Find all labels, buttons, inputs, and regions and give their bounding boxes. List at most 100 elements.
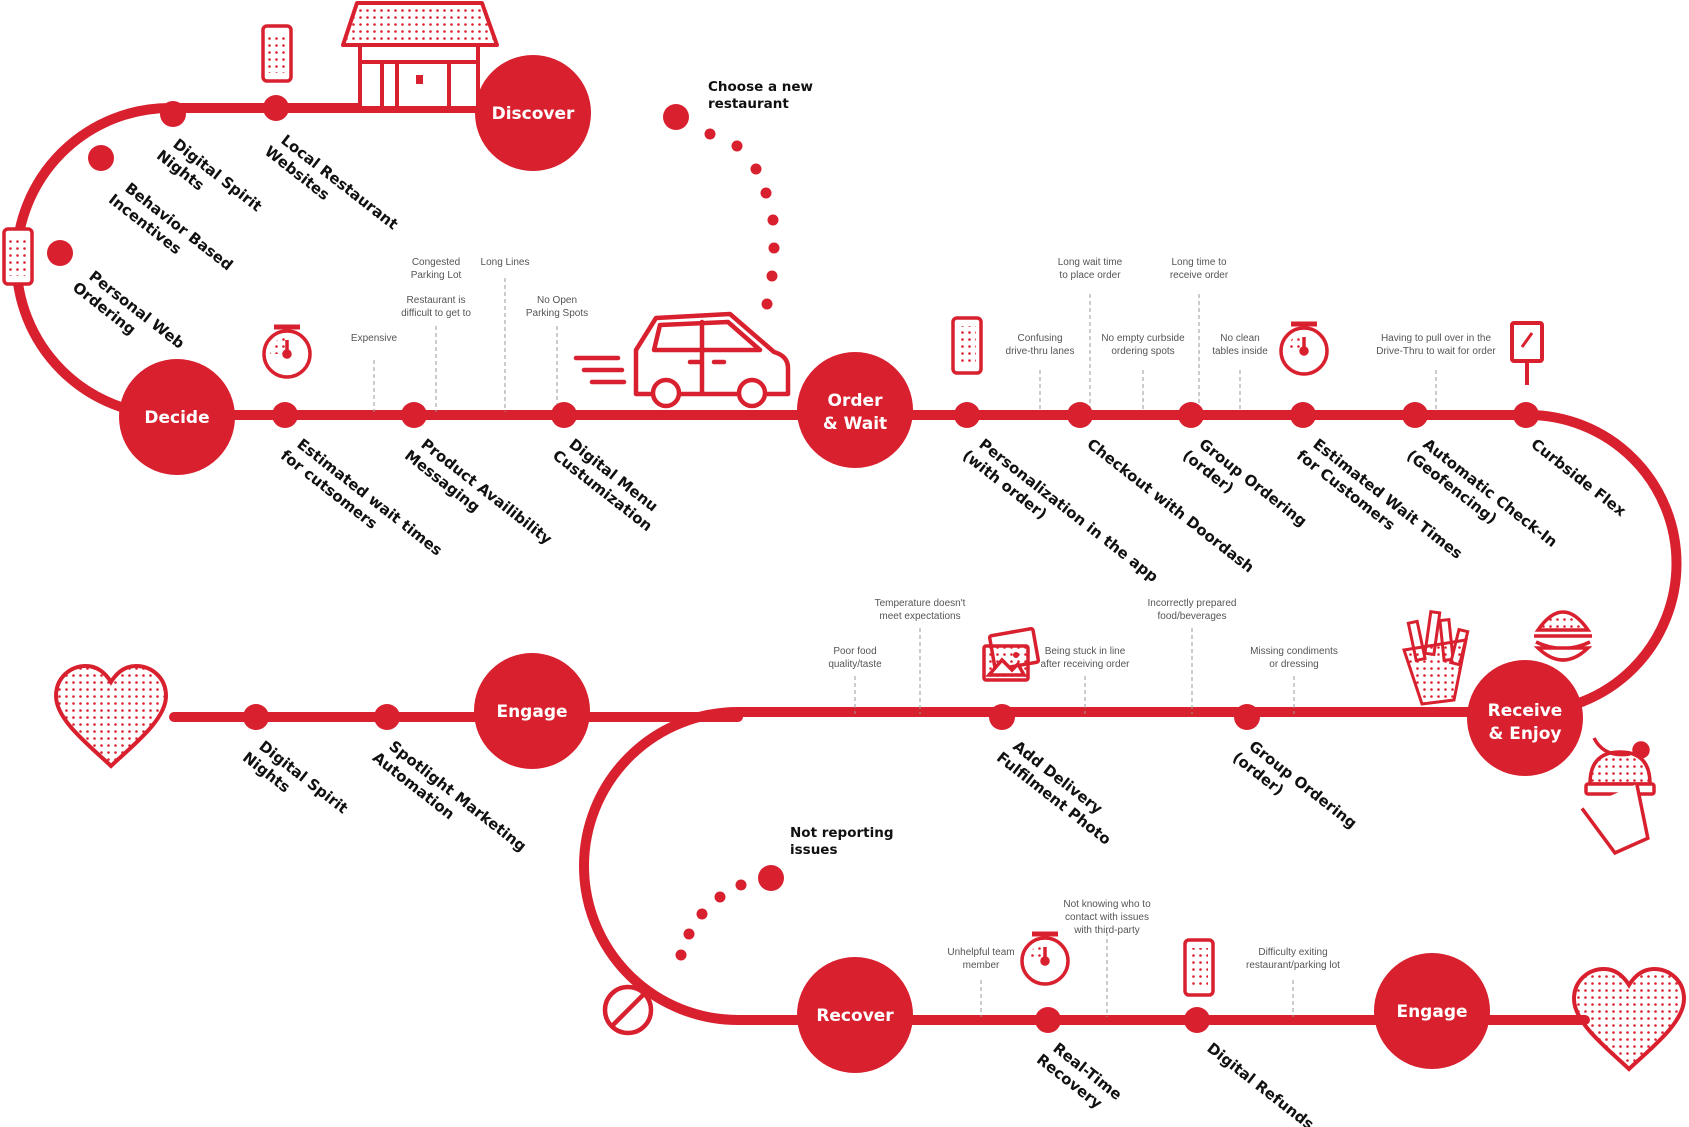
fries-icon (1402, 609, 1470, 706)
pain-point-temperature: Temperature doesn't (875, 598, 966, 609)
pain-point-poor-food: Poor food (833, 646, 876, 657)
pain-point-congested-parking: Congested (412, 257, 460, 268)
svg-text:issues: issues (790, 842, 838, 858)
stage-label: Recover (816, 1006, 894, 1026)
stage-label: Discover (492, 104, 575, 124)
pain-point-confusing-drive-thru: drive-thru lanes (1006, 346, 1075, 357)
pain-point-no-curbside: ordering spots (1111, 346, 1174, 357)
stopwatch-icon (1020, 931, 1070, 986)
callout-choose-new-restaurant: Choose a new restaurant (708, 79, 813, 112)
touchpoint-dot (243, 704, 269, 730)
pain-point-missing-condiments: Missing condiments (1250, 646, 1338, 657)
pain-point-incorrectly-prepared: Incorrectly prepared (1148, 598, 1237, 609)
touchpoint-label-digital-spirit-nights-2: Digital Spirit Nights (239, 737, 351, 817)
pain-point-no-parking: No Open (537, 295, 577, 306)
stage-decide: Decide (119, 359, 235, 475)
svg-text:Personalization in the app: Personalization in the app (976, 435, 1162, 586)
touchpoint-dot (954, 402, 980, 428)
touchpoint-dot (160, 101, 186, 127)
touchpoint-dot (272, 402, 298, 428)
touchpoint-dot (263, 95, 289, 121)
pain-point-not-knowing: with third-party (1073, 925, 1140, 936)
pain-point-not-knowing: Not knowing who to (1063, 899, 1151, 910)
pain-point-no-curbside: No empty curbside (1101, 333, 1185, 344)
pain-point-lines (373, 278, 1437, 1017)
pain-point-unhelpful: member (963, 960, 1000, 971)
stage-receive-enjoy: Receive & Enjoy (1467, 660, 1583, 776)
stopwatch-icon (262, 324, 312, 379)
touchpoint-dot (1178, 402, 1204, 428)
choose-restaurant-dots (663, 104, 780, 310)
stage-label: Receive (1488, 701, 1563, 721)
heart-icon (53, 663, 169, 769)
pain-point-no-parking: Parking Spots (526, 308, 588, 319)
touchpoint-dots (47, 95, 1539, 1033)
phone-icon (951, 316, 983, 375)
pain-point-incorrectly-prepared: food/beverages (1158, 611, 1227, 622)
car-icon (573, 311, 791, 409)
pain-point-unhelpful: Unhelpful team (947, 947, 1014, 958)
touchpoint-dot (1234, 704, 1260, 730)
phone-icon (1183, 938, 1215, 997)
touchpoint-label-local-restaurant-websites: Local Restaurant Websites (261, 131, 401, 233)
stage-label: Order (828, 391, 884, 411)
pain-point-poor-food: quality/taste (828, 659, 882, 670)
pain-point-restaurant-difficult: difficult to get to (401, 308, 471, 319)
stopwatch-icon (1279, 321, 1329, 376)
svg-text:Choose a new: Choose a new (708, 79, 813, 95)
touchpoint-dot (1402, 402, 1428, 428)
no-entry-icon (602, 984, 654, 1036)
pain-point-temperature: meet expectations (879, 611, 960, 622)
touchpoint-dot (47, 240, 73, 266)
stage-label: Engage (1396, 1002, 1467, 1022)
touchpoint-dot (551, 402, 577, 428)
pain-point-difficulty-exiting: Difficulty exiting (1258, 947, 1327, 958)
touchpoint-dot (1184, 1007, 1210, 1033)
touchpoint-dot (1067, 402, 1093, 428)
pain-point-restaurant-difficult: Restaurant is (407, 295, 466, 306)
touchpoint-dot (88, 145, 114, 171)
photo-icon (982, 627, 1041, 682)
pain-point-long-wait-place: Long wait time (1058, 257, 1123, 268)
touchpoint-dot (401, 402, 427, 428)
pain-point-stuck-in-line: after receiving order (1041, 659, 1131, 670)
stage-label: Decide (144, 408, 209, 428)
touchpoint-dot (374, 704, 400, 730)
pain-point-long-lines: Long Lines (481, 257, 530, 268)
touchpoint-dot (1290, 402, 1316, 428)
pain-point-pull-over: Having to pull over in the (1381, 333, 1492, 344)
touchpoint-dot (1035, 1007, 1061, 1033)
pain-point-missing-condiments: or dressing (1269, 659, 1318, 670)
touchpoint-label-add-delivery-photo: Add Delivery Fulfilment Photo (993, 737, 1114, 849)
pain-point-congested-parking: Parking Lot (411, 270, 462, 281)
stage-recover: Recover (797, 957, 913, 1073)
touchpoint-label-behavior-based-incentives: Behavior Based Incentives (105, 179, 236, 274)
phone-icon (261, 24, 293, 83)
stage-order-wait: Order & Wait (797, 352, 913, 468)
pain-point-no-clean-tables: tables inside (1212, 346, 1268, 357)
stage-engage-2: Engage (1374, 953, 1490, 1069)
menu-sign-icon (1510, 321, 1544, 385)
touchpoint-label-real-time-recovery: Real-Time Recovery (1033, 1039, 1125, 1113)
burger-icon (1533, 610, 1593, 662)
touchpoint-label-digital-menu: Digital Menu Custumization (549, 435, 661, 535)
not-reporting-dots (675, 865, 784, 961)
touchpoint-label-digital-refunds: Digital Refunds (1204, 1039, 1318, 1127)
pain-point-long-time-receive: Long time to (1171, 257, 1226, 268)
pain-point-pull-over: Drive-Thru to wait for order (1376, 346, 1496, 357)
callout-not-reporting-issues: Not reporting issues (790, 825, 894, 858)
phone-icon (2, 227, 34, 286)
svg-text:Digital Refunds: Digital Refunds (1204, 1039, 1318, 1127)
pain-point-confusing-drive-thru: Confusing (1017, 333, 1062, 344)
stage-label: & Enjoy (1488, 724, 1561, 744)
stage-label: & Wait (823, 414, 887, 434)
heart-icon (1571, 966, 1687, 1072)
touchpoint-label-personal-web-ordering: Personal Web Ordering (69, 267, 188, 353)
pain-point-expensive: Expensive (351, 333, 398, 344)
touchpoint-label-group-ordering-2: Group Ordering (order) (1229, 737, 1360, 832)
drink-icon (1580, 737, 1656, 856)
svg-text:Not reporting: Not reporting (790, 825, 894, 841)
journey-path (11, 103, 1682, 1025)
svg-text:Product Availibility: Product Availibility (418, 435, 556, 548)
